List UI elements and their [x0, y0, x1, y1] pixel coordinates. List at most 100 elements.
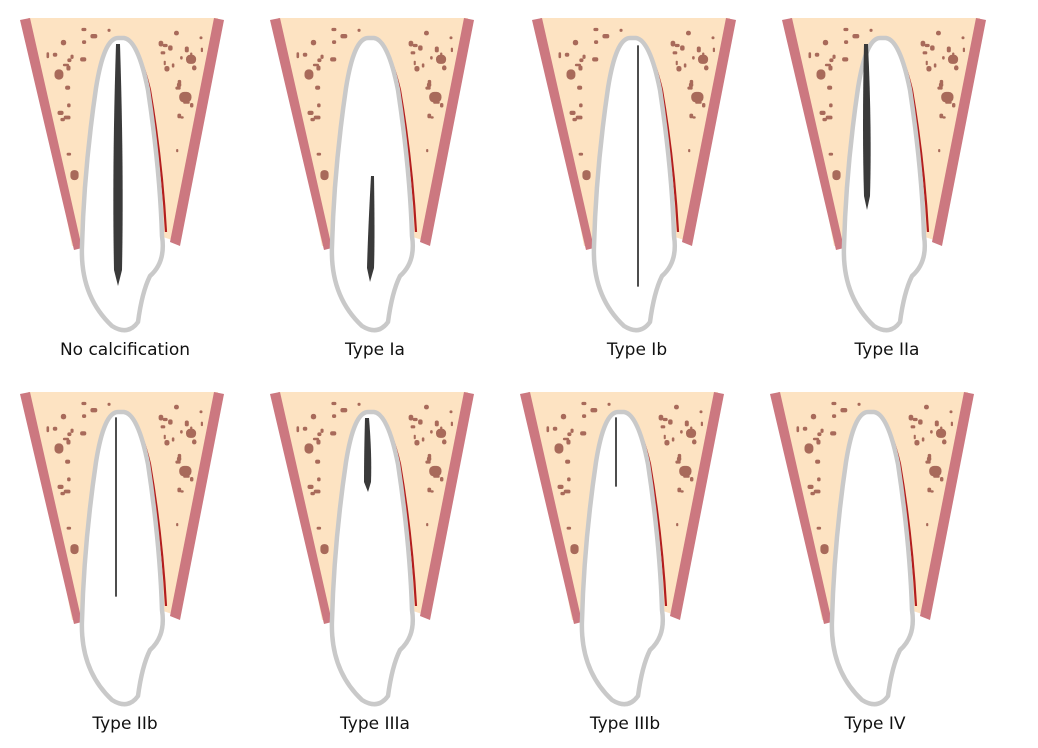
marrow-spot [820, 428, 824, 433]
marrow-spot [330, 57, 337, 62]
marrow-spot [679, 465, 692, 477]
marrow-spot [570, 428, 574, 433]
alveolar-bone [278, 392, 468, 620]
panel-label: Type Ib [606, 340, 668, 360]
marrow-spot [450, 421, 453, 427]
marrow-spot [60, 491, 65, 496]
marrow-spot [575, 115, 583, 120]
marrow-spot [449, 36, 453, 40]
marrow-spot [192, 65, 197, 71]
marrow-spot [913, 434, 916, 440]
marrow-spot [357, 28, 361, 32]
marrow-spot [425, 86, 431, 90]
marrow-spot [316, 439, 321, 445]
tooth-diagram [520, 392, 724, 707]
marrow-spot [580, 431, 587, 436]
marrow-spot [930, 430, 933, 434]
marrow-spot [199, 410, 203, 414]
marrow-spots [46, 27, 203, 181]
marrow-spot [690, 477, 694, 482]
marrow-spot [579, 58, 584, 63]
marrow-spot [430, 116, 434, 119]
marrow-spot [426, 149, 429, 153]
marrow-spot [190, 426, 193, 432]
marrow-spot [174, 404, 179, 410]
marrow-spot [686, 428, 697, 438]
marrow-spot [675, 460, 681, 464]
panel-no-calcification: No calcification [0, 0, 250, 374]
panel-label: Type IIIb [589, 714, 661, 734]
marrow-spot [192, 439, 197, 445]
marrow-spot [430, 430, 433, 434]
marrow-spot [168, 419, 173, 425]
marrow-spot [80, 431, 87, 436]
marrow-spot [81, 27, 87, 32]
marrow-spot [317, 103, 321, 108]
marrow-spot [933, 63, 937, 68]
marrow-spot [340, 34, 348, 39]
marrow-spot [315, 459, 321, 464]
gingiva-left [770, 392, 832, 624]
marrow-spot [817, 432, 822, 437]
marrow-spot [46, 426, 50, 433]
marrow-spot [929, 465, 942, 477]
marrow-spot [162, 417, 168, 422]
marrow-spot [52, 52, 58, 57]
alveolar-bone [540, 18, 730, 246]
marrow-spot [160, 425, 166, 429]
marrow-spot [962, 47, 965, 53]
marrow-spot [332, 414, 337, 418]
marrow-spot [572, 117, 577, 122]
marrow-spot [683, 475, 690, 478]
marrow-spot [414, 440, 420, 446]
marrow-spot [832, 54, 836, 59]
marrow-spot [183, 101, 190, 104]
panel-label: No calcification [59, 340, 191, 360]
marrow-spot [954, 65, 959, 71]
marrow-spot [67, 103, 71, 108]
marrow-spot [320, 428, 324, 433]
marrow-spot [310, 491, 315, 496]
marrow-spot [961, 36, 965, 40]
marrow-spot [162, 43, 168, 48]
gingiva-right [682, 18, 736, 246]
marrow-spot [180, 56, 183, 60]
marrow-spot [948, 54, 959, 64]
marrow-spot [827, 85, 833, 90]
marrow-spot [160, 51, 166, 55]
marrow-spot [434, 46, 439, 53]
marrow-spot [940, 426, 943, 432]
marrow-spot [316, 65, 321, 71]
marrow-spot [425, 460, 431, 464]
marrow-spot [62, 437, 69, 441]
marrow-spot [712, 47, 715, 53]
marrow-spot [926, 456, 932, 462]
marrow-spot [200, 421, 203, 427]
gingiva-right [920, 392, 974, 620]
marrow-spot [829, 58, 834, 63]
marrow-spot [421, 63, 425, 68]
marrow-spot [62, 63, 69, 67]
marrow-spot [180, 490, 184, 493]
marrow-spot [90, 34, 98, 39]
marrow-spot [310, 413, 317, 420]
marrow-spot [677, 487, 682, 493]
marrow-spot [424, 30, 429, 36]
marrow-spot [570, 544, 579, 555]
marrow-spot [307, 484, 314, 489]
marrow-spot [946, 46, 951, 53]
alveolar-bone [778, 392, 968, 620]
marrow-spot [939, 113, 944, 119]
marrow-spot [808, 52, 812, 59]
marrow-spot [52, 426, 58, 431]
marrow-spot [440, 426, 443, 432]
alveolar-bone [528, 392, 718, 620]
marrow-spot [692, 439, 697, 445]
panel-label: Type IIb [92, 714, 158, 734]
marrow-spot [822, 39, 829, 46]
marrow-spot [816, 526, 822, 530]
marrow-spot [577, 85, 583, 90]
marrow-spot [320, 170, 329, 181]
marrow-spot [562, 437, 569, 441]
alveolar-bone [790, 18, 980, 246]
